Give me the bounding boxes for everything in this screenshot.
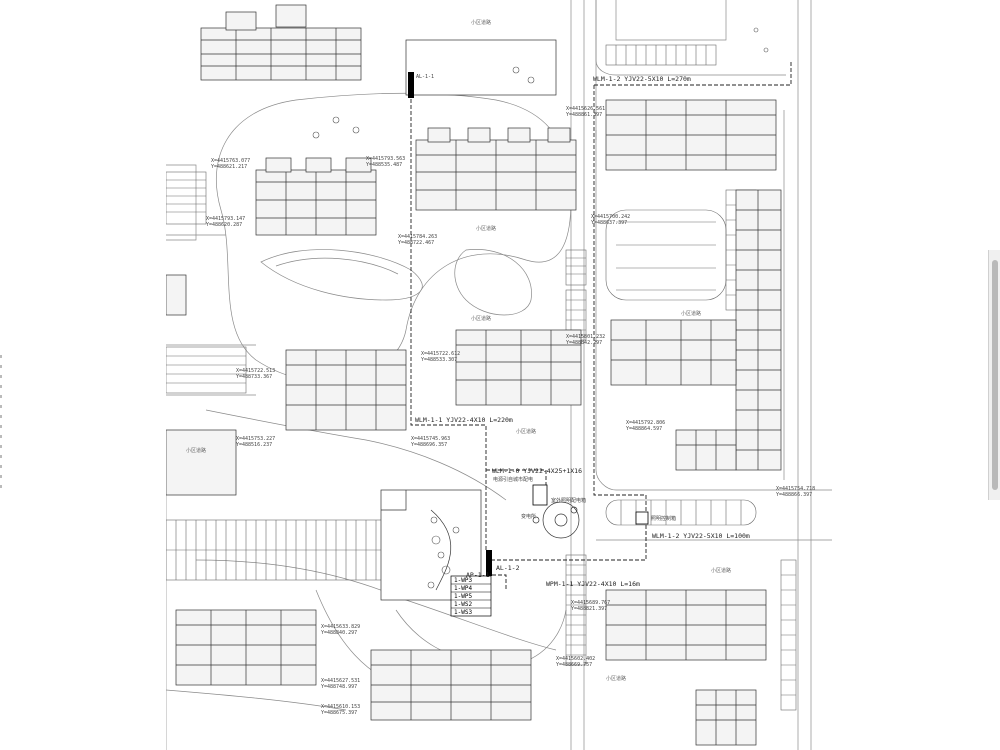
coord-2y: Y=488535.487	[366, 162, 402, 168]
distribution-boxes	[408, 72, 649, 576]
coord-14x: X=4415627.531	[321, 678, 360, 684]
coord-4y: Y=488722.467	[398, 240, 434, 246]
coord-11x: X=4415754.718	[776, 486, 815, 492]
building-b	[255, 157, 377, 236]
coord-14y: Y=488748.997	[321, 684, 357, 690]
road-label-1: 小区道路	[471, 19, 491, 26]
circuit-3: 1-WP5	[454, 593, 472, 600]
circuit-2: 1-WP4	[454, 585, 472, 592]
road-label-7: 小区道路	[711, 567, 731, 574]
vertical-scrollbar[interactable]	[988, 250, 1000, 500]
building-e	[455, 329, 582, 406]
box-label-ap-1-1: AP-1-1	[466, 571, 490, 579]
coordinate-annotations: X=4415763.077 Y=488621.217 X=4415793.563…	[206, 106, 815, 716]
note-substation: 变电所	[521, 513, 536, 520]
lighting-control-box	[635, 511, 649, 525]
circuit-1: 1-WP3	[454, 577, 472, 584]
coord-5y: Y=488533.307	[421, 357, 457, 363]
building-h	[175, 609, 317, 686]
note-control-box: 照明控制箱	[651, 515, 676, 522]
coord-6x: X=4415722.513	[236, 368, 275, 374]
coord-2x: X=4415793.563	[366, 156, 405, 162]
coord-16y: Y=488669.757	[556, 662, 592, 668]
coord-11y: Y=488866.397	[776, 492, 812, 498]
circuit-table: 1-WP3 1-WP4 1-WP5 1-WS2 1-WS3	[450, 575, 492, 617]
circuit-5: 1-WS3	[454, 609, 472, 616]
coord-9x: X=4415700.242	[591, 214, 630, 220]
coord-13y: Y=488840.297	[321, 630, 357, 636]
building-a	[200, 4, 362, 81]
cable-label-wlm-1-1: WLM-1-1 YJV22-4X10 L=220m	[415, 416, 513, 424]
site-plan-sheet: 1-WP3 1-WP4 1-WP5 1-WS2 1-WS3 WLM-1-2 YJ…	[166, 0, 832, 750]
cable-label-wpm-1-1: WPM-1-1 YJV22-4X10 L=16m	[546, 580, 640, 588]
building-c	[415, 127, 577, 211]
al-1-1-box	[408, 72, 414, 98]
building-f	[605, 99, 777, 171]
left-edge-ticks	[0, 355, 2, 488]
road-label-4: 小区道路	[516, 428, 536, 435]
building-l	[166, 429, 237, 496]
substation-box	[532, 484, 548, 506]
coord-5x: X=4415722.612	[421, 351, 460, 357]
building-m	[405, 39, 557, 96]
road-label-6: 小区道路	[681, 310, 701, 317]
coord-3y: Y=488620.287	[206, 222, 242, 228]
al-1-2-box	[486, 550, 492, 576]
road-label-5: 小区道路	[186, 447, 206, 454]
coord-4x: X=4415784.263	[398, 234, 437, 240]
coord-7y: Y=488516.237	[236, 442, 272, 448]
coord-16x: X=4415602.402	[556, 656, 595, 662]
coord-8x: X=4415745.963	[411, 436, 450, 442]
coord-10x: X=4415792.806	[626, 420, 665, 426]
road-label-2: 小区道路	[476, 225, 496, 232]
circuit-4: 1-WS2	[454, 601, 472, 608]
building-j	[605, 589, 767, 746]
road-label-3: 小区道路	[471, 315, 491, 322]
coord-1y: Y=488621.217	[211, 164, 247, 170]
coord-13x: X=4415633.829	[321, 624, 360, 630]
coord-17x: X=4415626.561	[566, 106, 605, 112]
cable-label-wlm-1-2-top: WLM-1-2 YJV22-5X10 L=270m	[593, 75, 691, 83]
coord-12x: X=4415689.767	[571, 600, 610, 606]
building-d	[285, 349, 407, 431]
building-k	[166, 274, 187, 316]
box-label-al-1-2: AL-1-2	[496, 564, 520, 572]
coord-18y: Y=488842.297	[566, 340, 602, 346]
coord-17y: Y=488861.397	[566, 112, 602, 118]
coord-3x: X=4415793.147	[206, 216, 245, 222]
cable-label-wlm-1-0: WLM-1-0 YJV22-4X25+1X16	[492, 467, 582, 475]
buildings-layer	[166, 4, 782, 746]
note-outdoor-box: 室外照明配电箱	[551, 497, 586, 504]
site-plan-svg: 1-WP3 1-WP4 1-WP5 1-WS2 1-WS3 WLM-1-2 YJ…	[166, 0, 832, 750]
coord-12y: Y=488821.397	[571, 606, 607, 612]
fountain	[532, 501, 580, 539]
coord-10y: Y=488864.597	[626, 426, 662, 432]
building-g	[610, 189, 782, 471]
road-label-8: 小区道路	[606, 675, 626, 682]
cable-label-wlm-1-2-bottom: WLM-1-2 YJV22-5X10 L=100m	[652, 532, 750, 540]
coord-7x: X=4415753.227	[236, 436, 275, 442]
coord-1x: X=4415763.077	[211, 158, 250, 164]
building-i	[370, 649, 532, 721]
box-label-al-1-1: AL-1-1	[416, 74, 434, 80]
coord-15x: X=4415610.153	[321, 704, 360, 710]
road-labels: 小区道路 小区道路 小区道路 小区道路 小区道路 小区道路 小区道路 小区道路	[186, 19, 731, 682]
coord-15y: Y=488675.397	[321, 710, 357, 716]
note-source: 电源引自城市配电	[493, 476, 533, 483]
coord-18x: X=4415801.232	[566, 334, 605, 340]
scrollbar-thumb[interactable]	[992, 260, 998, 490]
landscape-layer	[312, 27, 769, 589]
site-roads-layer	[166, 0, 832, 750]
coord-8y: Y=488696.357	[411, 442, 447, 448]
coord-9y: Y=488637.397	[591, 220, 627, 226]
coord-6y: Y=488733.367	[236, 374, 272, 380]
